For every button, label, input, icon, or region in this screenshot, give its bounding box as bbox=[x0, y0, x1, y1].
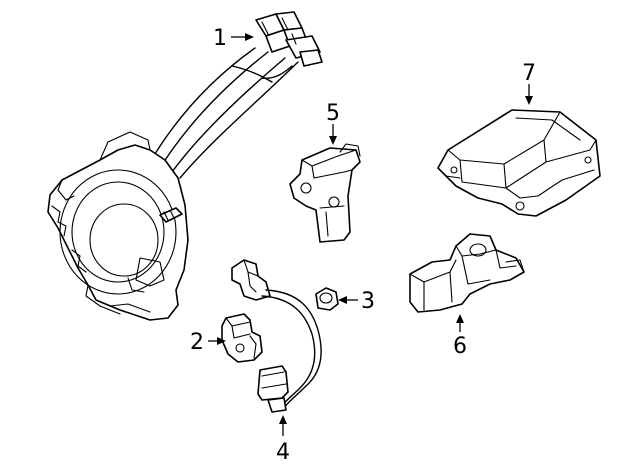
part-4-sensor-harness bbox=[231, 259, 322, 413]
harness-connector bbox=[255, 11, 323, 67]
part-6-front-sensor bbox=[409, 233, 525, 313]
part-3-nut bbox=[315, 287, 339, 311]
part-1-clock-spring bbox=[47, 11, 323, 321]
part-2-sensor bbox=[221, 313, 263, 363]
callout-3: 3 bbox=[361, 289, 375, 314]
callout-7: 7 bbox=[522, 61, 536, 86]
part-7-control-module bbox=[437, 109, 601, 217]
callout-leaders bbox=[208, 33, 533, 436]
callout-5: 5 bbox=[326, 101, 340, 126]
callout-labels: 1 2 3 4 5 6 7 bbox=[190, 26, 536, 465]
callout-1: 1 bbox=[213, 26, 227, 51]
callout-2: 2 bbox=[190, 330, 204, 355]
callout-6: 6 bbox=[453, 334, 467, 359]
callout-4: 4 bbox=[276, 440, 290, 465]
part-5-impact-sensor bbox=[289, 143, 361, 243]
